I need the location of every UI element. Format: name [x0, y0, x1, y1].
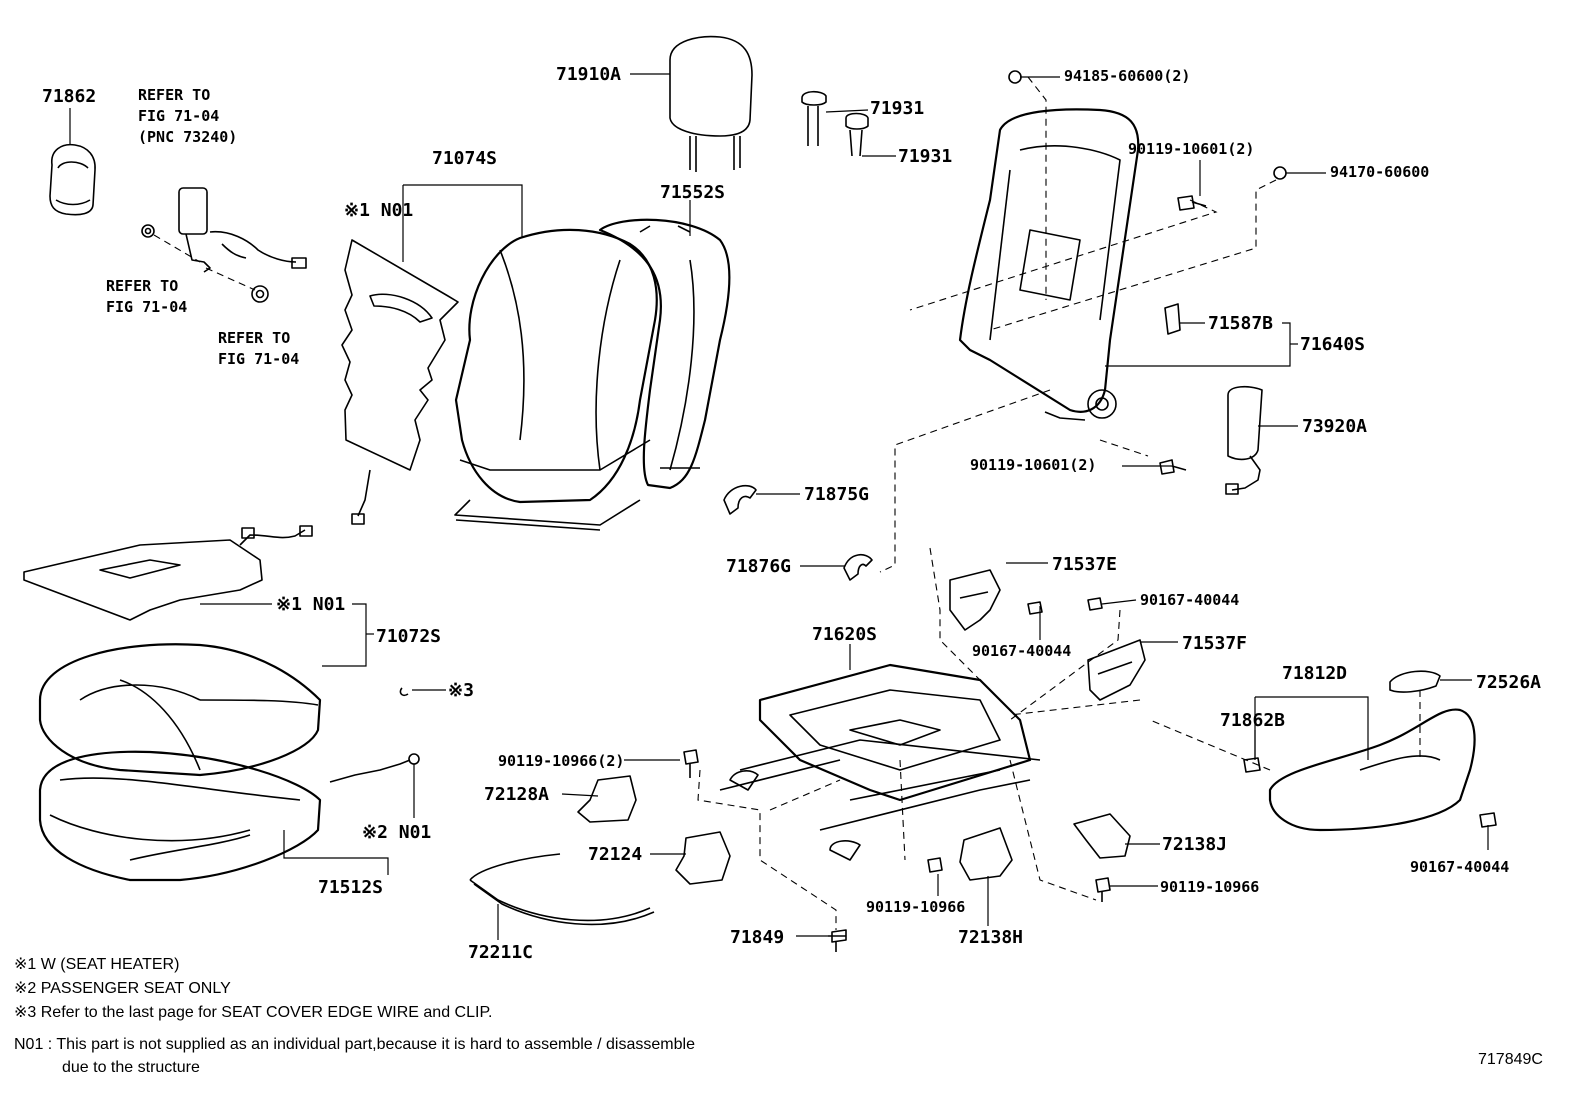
- label-72211C: 72211C: [468, 942, 533, 963]
- label-71931-upper: 71931: [870, 98, 924, 119]
- fasteners-drawing: [683, 70, 1497, 952]
- label-90119-10966-b: 90119-10966: [1160, 878, 1259, 896]
- part-71620S-drawing: [719, 663, 1041, 861]
- part-72138J-drawing: [1073, 813, 1131, 859]
- part-71876G-drawing: [843, 553, 873, 581]
- marker-n01-heater: ※1 N01: [276, 594, 345, 615]
- part-71875G-drawing: [723, 484, 757, 515]
- refer-block-b: REFER TO FIG 71-04: [106, 277, 187, 316]
- label-90167-40044-c: 90167-40044: [1410, 858, 1509, 876]
- label-90119-10966-2: 90119-10966(2): [498, 752, 624, 770]
- label-72138J: 72138J: [1162, 834, 1227, 855]
- label-71862: 71862: [42, 86, 96, 107]
- dashed-guide-lines: [697, 76, 1421, 930]
- buckle-drawing: [141, 187, 307, 303]
- part-73920A-drawing: [1225, 385, 1263, 495]
- label-71876G: 71876G: [726, 556, 791, 577]
- passenger-sensor-drawing: [329, 753, 420, 783]
- label-71640S: 71640S: [1300, 334, 1365, 355]
- label-71910A: 71910A: [556, 64, 621, 85]
- label-71862B: 71862B: [1220, 710, 1285, 731]
- label-90167-40044-b: 90167-40044: [972, 642, 1071, 660]
- part-71910A-drawing: [669, 35, 753, 172]
- part-72211C-drawing: [469, 853, 655, 926]
- refer-c-line1: REFER TO: [218, 329, 290, 347]
- part-72526A-drawing: [1389, 670, 1441, 693]
- marker-n01-passenger: ※2 N01: [362, 822, 431, 843]
- label-71072S: 71072S: [376, 626, 441, 647]
- label-71587B: 71587B: [1208, 313, 1273, 334]
- figure-id: 717849C: [1478, 1051, 1543, 1068]
- part-71931-drawing: [801, 90, 869, 157]
- label-71931-lower: 71931: [898, 146, 952, 167]
- label-71620S: 71620S: [812, 624, 877, 645]
- part-71812D-drawing: [1268, 708, 1476, 832]
- part-72138H-drawing: [959, 827, 1013, 881]
- label-72128A: 72128A: [484, 784, 549, 805]
- cushion-heater-sheet-drawing: [23, 525, 313, 621]
- part-71074S-drawing: [454, 228, 658, 531]
- back-heater-panel-drawing: [341, 239, 459, 525]
- part-71587B-drawing: [1164, 303, 1181, 335]
- note-3: ※3 Refer to the last page for SEAT COVER…: [14, 1004, 493, 1021]
- part-71640S-drawing: [958, 108, 1140, 421]
- refer-c-line2: FIG 71-04: [218, 350, 299, 368]
- leader-lines: [69, 73, 1489, 940]
- note-1: ※1 W (SEAT HEATER): [14, 956, 179, 973]
- part-71072S-drawing: [38, 643, 322, 777]
- label-71537F: 71537F: [1182, 633, 1247, 654]
- refer-block-a: REFER TO FIG 71-04 (PNC 73240): [138, 86, 237, 146]
- refer-a-line2: FIG 71-04: [138, 107, 219, 125]
- refer-b-line2: FIG 71-04: [106, 298, 187, 316]
- refer-block-c: REFER TO FIG 71-04: [218, 329, 299, 368]
- note-4-line1: N01 : This part is not supplied as an in…: [14, 1036, 695, 1053]
- label-90119-10966-a: 90119-10966: [866, 898, 965, 916]
- note-2: ※2 PASSENGER SEAT ONLY: [14, 980, 231, 997]
- label-71875G: 71875G: [804, 484, 869, 505]
- label-72138H: 72138H: [958, 927, 1023, 948]
- part-71552S-drawing: [598, 218, 731, 490]
- label-72124: 72124: [588, 844, 642, 865]
- part-71862-drawing: [49, 143, 96, 216]
- label-94170-60600: 94170-60600: [1330, 163, 1429, 181]
- refer-a-line3: (PNC 73240): [138, 128, 237, 146]
- marker-m3: ※3: [448, 680, 474, 701]
- note-4-line2: due to the structure: [62, 1059, 200, 1076]
- label-94185-60600: 94185-60600(2): [1064, 67, 1190, 85]
- part-72124-drawing: [675, 831, 731, 885]
- part-71537E-drawing: [949, 569, 1001, 631]
- footnotes: ※1 W (SEAT HEATER) ※2 PASSENGER SEAT ONL…: [14, 956, 695, 1076]
- label-73920A: 73920A: [1302, 416, 1367, 437]
- label-90119-10601-top: 90119-10601(2): [1128, 140, 1254, 158]
- refer-a-line1: REFER TO: [138, 86, 210, 104]
- label-72526A: 72526A: [1476, 672, 1541, 693]
- part-71537F-drawing: [1087, 639, 1146, 701]
- label-71552S: 71552S: [660, 182, 725, 203]
- label-71512S: 71512S: [318, 877, 383, 898]
- label-71812D: 71812D: [1282, 663, 1347, 684]
- part-71512S-drawing: [38, 750, 322, 882]
- clip-m3-drawing: [399, 687, 409, 697]
- refer-b-line1: REFER TO: [106, 277, 178, 295]
- label-71537E: 71537E: [1052, 554, 1117, 575]
- label-71849: 71849: [730, 927, 784, 948]
- marker-n01-back: ※1 N01: [344, 200, 413, 221]
- label-90167-40044-a: 90167-40044: [1140, 591, 1239, 609]
- label-71074S: 71074S: [432, 148, 497, 169]
- part-72128A-drawing: [577, 775, 637, 823]
- label-90119-10601-mid: 90119-10601(2): [970, 456, 1096, 474]
